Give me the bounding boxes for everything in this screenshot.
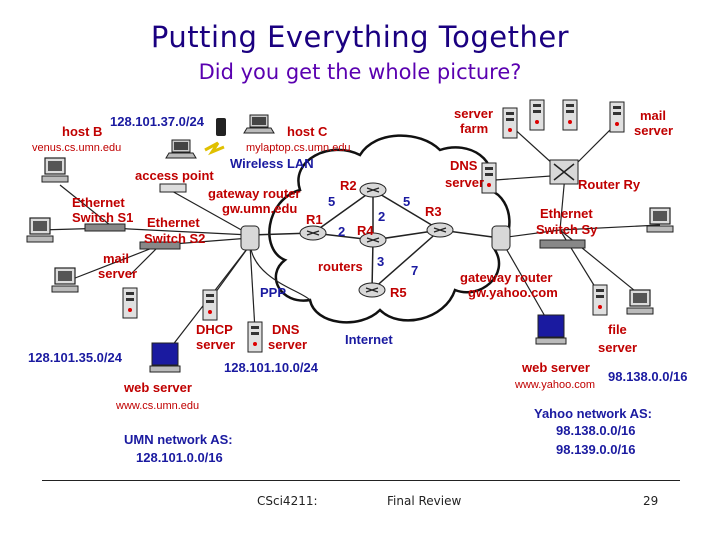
gateway-umn-label-2: gw.umn.edu (222, 201, 297, 216)
mail-umn-label-1: mail (103, 251, 129, 266)
mail-server-yahoo-icon[interactable] (609, 101, 625, 133)
switch-sy-label-1: Ethernet (540, 206, 593, 221)
router-ry-label: Router Ry (578, 177, 641, 192)
r2-label: R2 (340, 178, 357, 193)
host-b-label: host B (62, 124, 102, 139)
umn-as-network: 128.101.0.0/16 (136, 450, 223, 465)
access-point-icon[interactable] (159, 183, 187, 193)
switch-s1-label-1: Ethernet (72, 195, 125, 210)
cost-7: 7 (411, 263, 418, 278)
gateway-router-yahoo-icon[interactable] (491, 225, 511, 251)
router-r3-icon[interactable] (426, 222, 454, 238)
file-server-label-2: server (598, 340, 637, 355)
dns-yahoo-label-1: DNS (450, 158, 478, 173)
pc-yahoo-icon[interactable] (646, 207, 674, 233)
slide-subtitle: Did you get the whole picture? (198, 60, 522, 84)
r1-label: R1 (306, 212, 323, 227)
server-farm-icon-2[interactable] (529, 99, 545, 131)
web-server-yahoo-icon[interactable] (535, 314, 567, 345)
host-b-name: venus.cs.umn.edu (32, 142, 121, 154)
r3-label: R3 (425, 204, 442, 219)
switch-sy-icon[interactable] (539, 239, 586, 249)
router-r5-icon[interactable] (358, 282, 386, 298)
wireless-lan-label: Wireless LAN (230, 156, 314, 171)
internet-label: Internet (345, 332, 393, 347)
gateway-router-umn-icon[interactable] (240, 225, 260, 251)
routers-label: routers (318, 259, 363, 274)
pc-icon[interactable] (51, 267, 79, 293)
host-b-computer-icon[interactable] (41, 157, 69, 183)
dns-server-yahoo-icon[interactable] (481, 162, 497, 194)
access-point-label: access point (135, 168, 214, 183)
tower-yahoo-icon[interactable] (592, 284, 608, 316)
yahoo-as-label: Yahoo network AS: (534, 406, 652, 421)
dns-umn-label-2: server (268, 337, 307, 352)
pda-icon[interactable] (216, 118, 226, 136)
network-diagram: 128.101.37.0/24 host B venus.cs.umn.edu … (26, 99, 688, 465)
footer-course: CSci4211: (257, 494, 318, 508)
umn-as-label: UMN network AS: (124, 432, 233, 447)
cost-2-a: 2 (338, 224, 345, 239)
web-umn-label: web server (123, 380, 192, 395)
wireless-signal-icon (204, 141, 225, 156)
net-35-label: 128.101.35.0/24 (28, 350, 123, 365)
dhcp-label-2: server (196, 337, 235, 352)
gateway-yahoo-label-1: gateway router (460, 270, 552, 285)
dhcp-server-icon[interactable] (202, 289, 218, 321)
yahoo-as-network-1: 98.138.0.0/16 (556, 423, 636, 438)
router-r1-icon[interactable] (299, 225, 327, 241)
dns-umn-label-1: DNS (272, 322, 300, 337)
web-umn-name: www.cs.umn.edu (115, 400, 199, 412)
footer-divider (42, 480, 680, 481)
r5-label: R5 (390, 285, 407, 300)
host-c-label: host C (287, 124, 328, 139)
mail-umn-label-2: server (98, 266, 137, 281)
footer-topic: Final Review (387, 494, 462, 508)
dns-server-umn-icon[interactable] (247, 321, 263, 353)
net-138-label: 98.138.0.0/16 (608, 369, 688, 384)
switch-s1-icon[interactable] (84, 223, 126, 232)
server-farm-icon-1[interactable] (502, 107, 518, 139)
dns-yahoo-label-2: server (445, 175, 484, 190)
pc-icon[interactable] (26, 217, 54, 243)
web-server-umn-icon[interactable] (149, 342, 181, 373)
server-farm-icon-3[interactable] (562, 99, 578, 131)
r4-label: R4 (357, 223, 374, 238)
cost-5-b: 5 (403, 194, 410, 209)
gateway-yahoo-label-2: gw.yahoo.com (468, 285, 558, 300)
switch-sy-label-2: Switch Sy (536, 222, 598, 237)
switch-s2-label-2: Switch S2 (144, 231, 205, 246)
host-c-laptop-icon[interactable] (243, 114, 275, 134)
web-yahoo-name: www.yahoo.com (514, 379, 595, 391)
host-c-name: mylaptop.cs.umn.edu (246, 142, 351, 154)
laptop-icon[interactable] (165, 139, 197, 159)
file-server-label-1: file (608, 322, 627, 337)
ppp-label: PPP (260, 285, 286, 300)
net-10-label: 128.101.10.0/24 (224, 360, 319, 375)
dhcp-label-1: DHCP (196, 322, 233, 337)
server-farm-label-2: farm (460, 121, 488, 136)
yahoo-as-network-2: 98.139.0.0/16 (556, 442, 636, 457)
file-server-icon[interactable] (626, 289, 654, 315)
slide-title: Putting Everything Together (150, 20, 570, 54)
cost-5-a: 5 (328, 194, 335, 209)
web-yahoo-label: web server (521, 360, 590, 375)
cost-3: 3 (377, 254, 384, 269)
internet-cloud (268, 134, 511, 324)
switch-s2-label-1: Ethernet (147, 215, 200, 230)
server-farm-label-1: server (454, 106, 493, 121)
router-r2-icon[interactable] (359, 182, 387, 198)
mail-yahoo-label-2: server (634, 123, 673, 138)
footer-page-number: 29 (643, 494, 659, 508)
net-37-label: 128.101.37.0/24 (110, 114, 205, 129)
mail-yahoo-label-1: mail (640, 108, 666, 123)
switch-s2-icon[interactable] (139, 241, 181, 250)
switch-s1-label-2: Switch S1 (72, 210, 133, 225)
router-ry-icon[interactable] (549, 159, 579, 185)
mail-server-umn-icon[interactable] (122, 287, 138, 319)
gateway-umn-label-1: gateway router (208, 186, 300, 201)
cost-2-b: 2 (378, 209, 385, 224)
